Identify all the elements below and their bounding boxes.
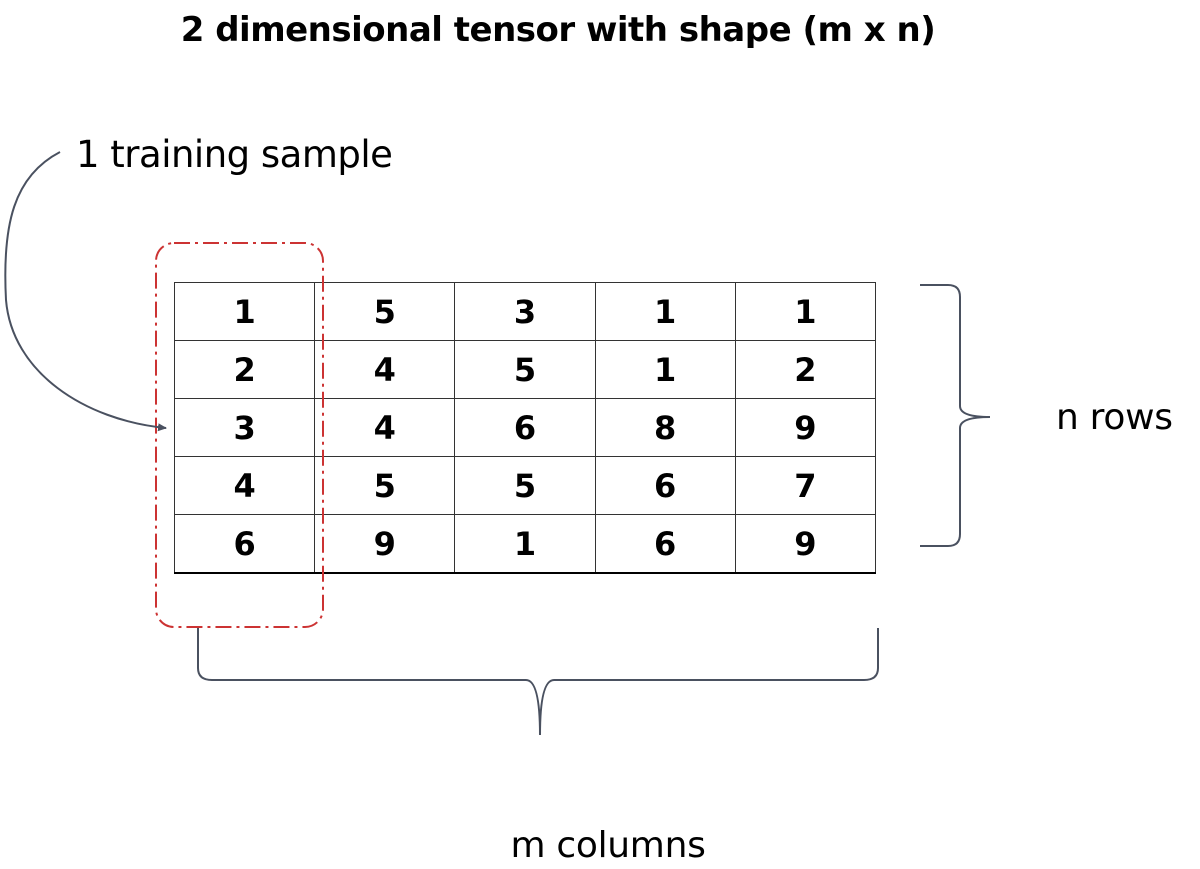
tensor-cell: 2	[173, 340, 316, 399]
tensor-row: 4 5 5 6 7	[173, 456, 877, 515]
tensor-cell: 1	[173, 282, 316, 341]
tensor-cell: 1	[594, 340, 736, 399]
tensor-cell: 1	[454, 514, 596, 574]
tensor-cell: 3	[454, 282, 596, 341]
tensor-cell: 9	[734, 398, 877, 457]
training-sample-label: 1 training sample	[76, 133, 393, 176]
columns-brace	[197, 628, 879, 736]
tensor-cell: 1	[734, 282, 877, 341]
tensor-row: 2 4 5 1 2	[173, 340, 877, 399]
tensor-row: 1 5 3 1 1	[173, 282, 877, 341]
tensor-cell: 6	[594, 514, 736, 574]
tensor-row: 3 4 6 8 9	[173, 398, 877, 457]
tensor-cell: 6	[173, 514, 316, 574]
tensor-cell: 5	[314, 456, 456, 515]
tensor-cell: 7	[734, 456, 877, 515]
tensor-cell: 6	[454, 398, 596, 457]
tensor-cell: 4	[173, 456, 316, 515]
tensor-row: 6 9 1 6 9	[173, 514, 877, 574]
tensor-cell: 2	[734, 340, 877, 399]
tensor-cell: 9	[314, 514, 456, 574]
tensor-cell: 4	[314, 340, 456, 399]
tensor-cell: 5	[314, 282, 456, 341]
tensor-cell: 6	[594, 456, 736, 515]
tensor-cell: 9	[734, 514, 877, 574]
tensor-cell: 8	[594, 398, 736, 457]
tensor-cell: 5	[454, 340, 596, 399]
rows-brace	[920, 284, 991, 547]
tensor-table: 1 5 3 1 1 2 4 5 1 2 3 4 6 8 9 4 5 5 6 7 …	[173, 282, 877, 574]
columns-label: m columns	[510, 825, 706, 866]
rows-label: n rows	[1056, 397, 1173, 438]
diagram-title: 2 dimensional tensor with shape (m x n)	[180, 10, 936, 50]
tensor-cell: 5	[454, 456, 596, 515]
tensor-cell: 1	[594, 282, 736, 341]
tensor-cell: 3	[173, 398, 316, 457]
sample-arrow	[4, 151, 167, 432]
tensor-cell: 4	[314, 398, 456, 457]
